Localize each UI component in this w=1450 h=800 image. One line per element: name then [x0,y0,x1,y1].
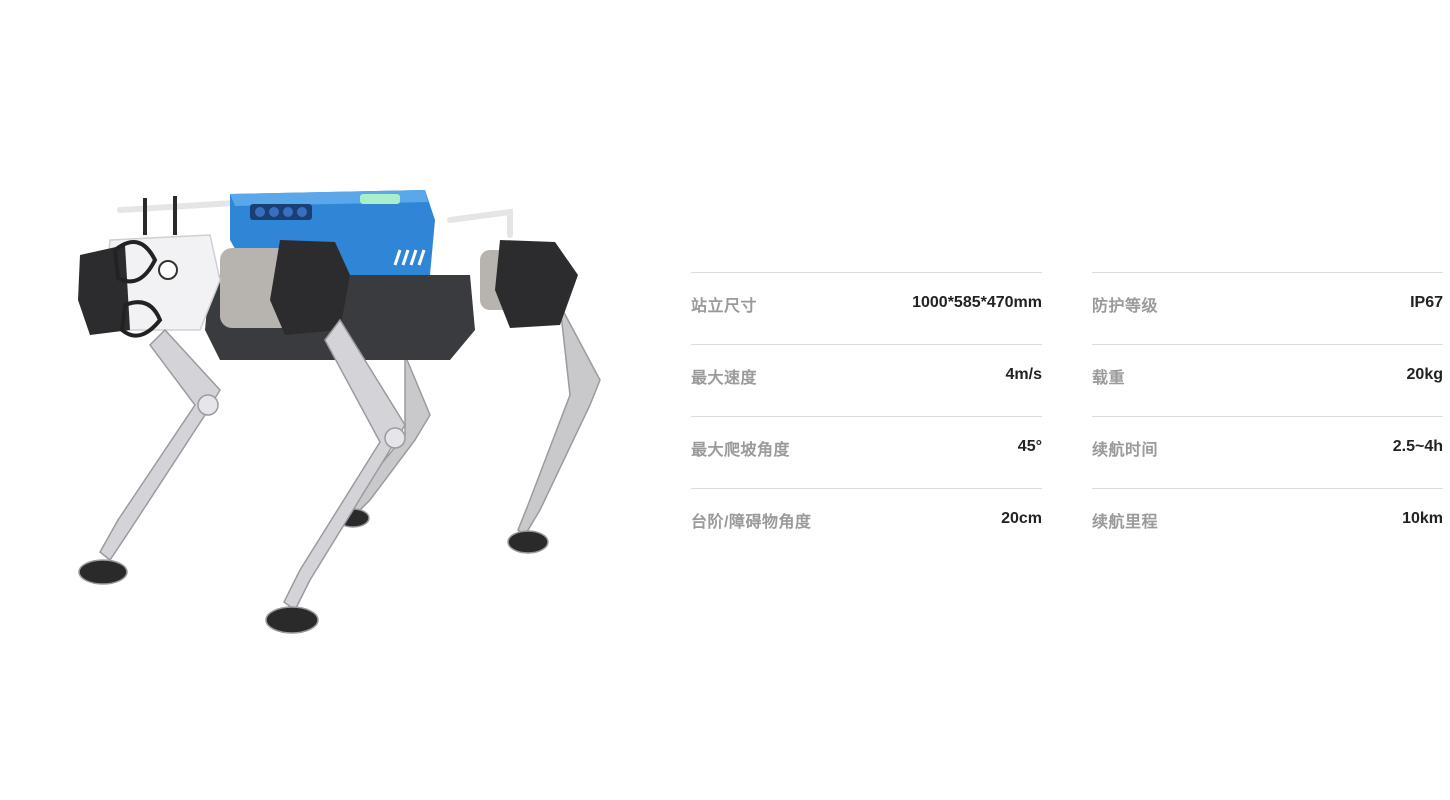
specs-column-left: 站立尺寸 1000*585*470mm 最大速度 4m/s 最大爬坡角度 45°… [691,272,1042,560]
spec-row-payload: 载重 20kg [1092,344,1443,416]
body-decal [393,249,426,266]
spec-row-endurance-time: 续航时间 2.5~4h [1092,416,1443,488]
specs-column-right: 防护等级 IP67 载重 20kg 续航时间 2.5~4h 续航里程 10km [1092,272,1443,560]
front-near-leg [78,328,221,585]
hip-motor-rear [480,240,578,328]
spec-value: 10km [1402,510,1443,527]
spec-row-protection-rating: 防护等级 IP67 [1092,272,1443,344]
spec-label: 防护等级 [1092,298,1159,315]
antennas [143,196,177,235]
spec-value: 20kg [1406,366,1443,383]
spec-row-endurance-range: 续航里程 10km [1092,488,1443,560]
spec-label: 载重 [1092,370,1126,387]
specs-panel: 站立尺寸 1000*585*470mm 最大速度 4m/s 最大爬坡角度 45°… [691,272,1443,560]
spec-label: 台阶/障碍物角度 [691,514,812,531]
robot-head [78,234,221,338]
robot-illustration [78,190,601,634]
spec-value: 20cm [1001,510,1042,527]
spec-row-standing-size: 站立尺寸 1000*585*470mm [691,272,1042,344]
hip-motor-mid [220,240,350,335]
spec-row-step-obstacle: 台阶/障碍物角度 20cm [691,488,1042,560]
rear-near-leg [265,318,406,634]
spec-value: 1000*585*470mm [912,294,1042,311]
spec-value: 4m/s [1005,366,1042,383]
spec-value: IP67 [1410,294,1443,311]
spec-label: 最大速度 [691,370,758,387]
spec-value: 45° [1017,438,1042,455]
spec-label: 续航时间 [1092,442,1159,459]
spec-label: 续航里程 [1092,514,1159,531]
spec-value: 2.5~4h [1392,438,1443,455]
spec-row-max-speed: 最大速度 4m/s [691,344,1042,416]
front-far-leg [507,304,601,554]
sensor-array [250,194,400,220]
spec-label: 最大爬坡角度 [691,442,791,459]
spec-row-max-slope: 最大爬坡角度 45° [691,416,1042,488]
spec-label: 站立尺寸 [691,298,758,315]
robot-product-image [70,180,630,650]
